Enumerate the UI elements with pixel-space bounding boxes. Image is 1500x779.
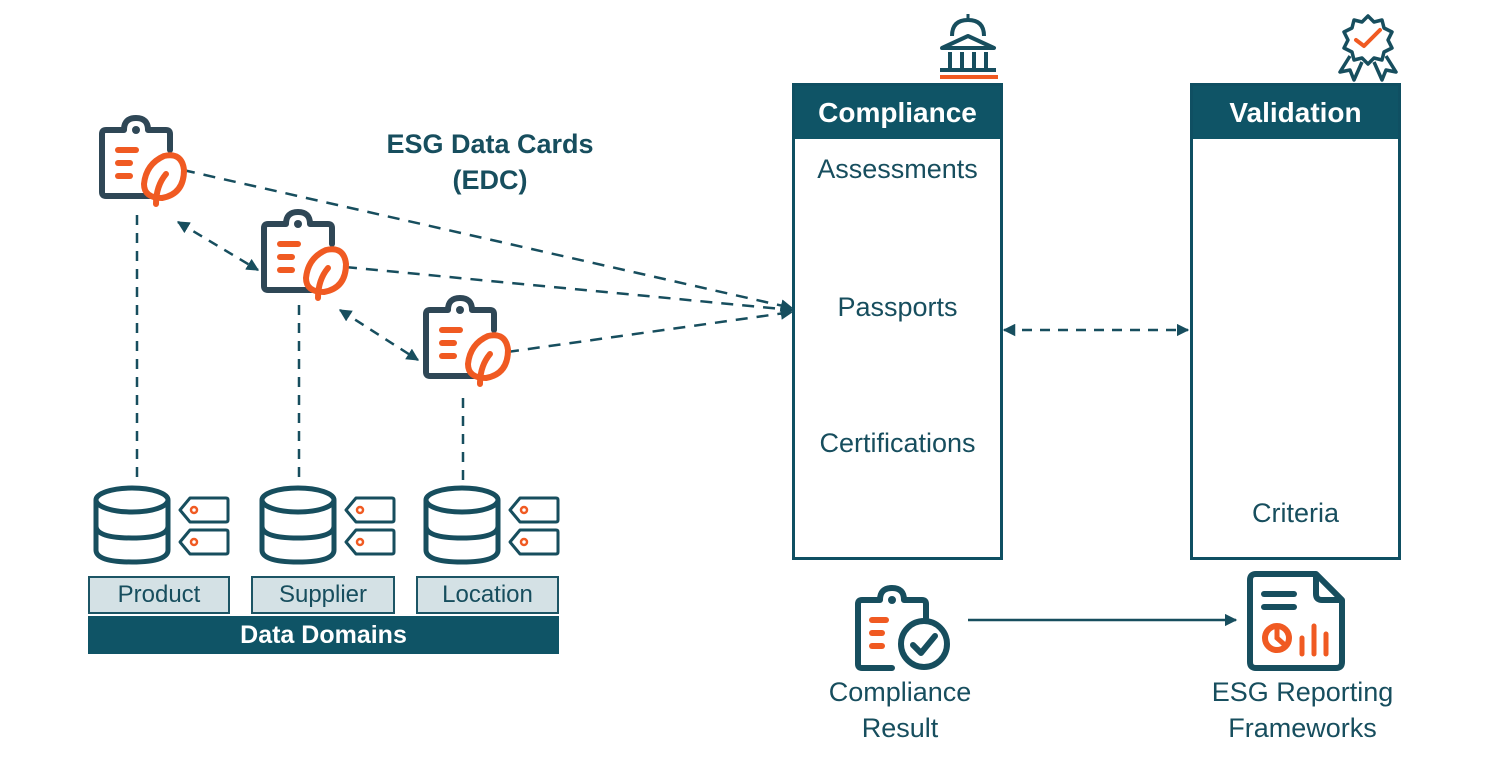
domain-supplier: Supplier xyxy=(251,576,395,614)
validation-panel: Validation xyxy=(1190,83,1401,560)
compliance-item-passports: Passports xyxy=(837,292,958,322)
tag-icon xyxy=(508,496,560,556)
award-check-badge-icon xyxy=(1338,14,1398,82)
arrow-card1-card2 xyxy=(176,220,260,272)
domain-location: Location xyxy=(416,576,559,614)
tag-icon xyxy=(178,496,230,556)
database-location-icon xyxy=(426,488,498,562)
edc-card-supplier-icon xyxy=(264,212,346,298)
esg-reporting-label: ESG Reporting Frameworks xyxy=(1170,674,1435,746)
edc-title: ESG Data Cards (EDC) xyxy=(340,126,640,198)
compliance-result-line2: Result xyxy=(861,713,939,743)
esg-reporting-line2: Frameworks xyxy=(1228,713,1377,743)
tag-icon xyxy=(344,496,396,556)
database-product-icon xyxy=(96,488,168,562)
government-building-icon xyxy=(940,14,998,79)
arrow-card3-compliance xyxy=(506,307,794,354)
edc-card-location-icon xyxy=(426,298,508,384)
domain-product: Product xyxy=(88,576,230,614)
edc-title-line2: (EDC) xyxy=(452,165,528,195)
compliance-item-assessments: Assessments xyxy=(817,154,978,184)
compliance-title: Compliance xyxy=(795,86,1000,139)
compliance-panel: Compliance xyxy=(792,83,1003,560)
validation-title: Validation xyxy=(1193,86,1398,139)
compliance-item-certifications: Certifications xyxy=(819,428,976,458)
data-domains-bar: Data Domains xyxy=(88,616,559,654)
arrow-card2-compliance xyxy=(344,265,794,316)
compliance-result-label: Compliance Result xyxy=(780,674,1020,746)
edc-title-line1: ESG Data Cards xyxy=(386,129,594,159)
arrow-card2-card3 xyxy=(338,308,420,362)
clipboard-check-icon xyxy=(855,585,950,671)
compliance-result-line1: Compliance xyxy=(828,677,972,707)
database-supplier-icon xyxy=(262,488,334,562)
esg-reporting-line1: ESG Reporting xyxy=(1211,677,1394,707)
edc-card-product-icon xyxy=(102,118,184,204)
validation-criteria-label: Criteria xyxy=(1251,498,1339,528)
report-chart-icon xyxy=(1247,571,1345,671)
